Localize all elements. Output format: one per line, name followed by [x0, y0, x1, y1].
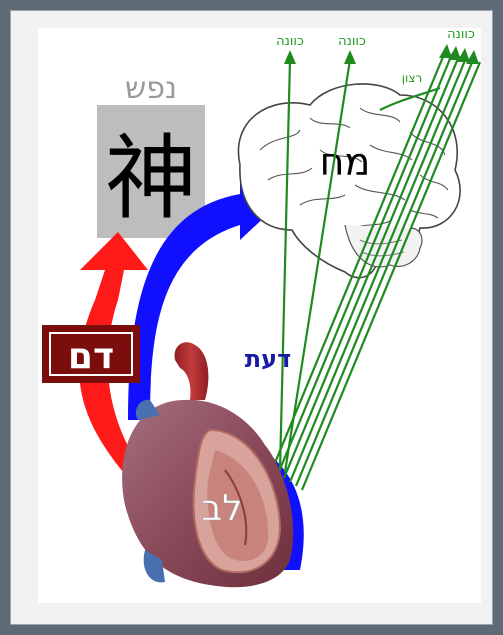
kavanah-label-3: כוונה [447, 27, 475, 42]
ratzon-label: רצון [402, 71, 422, 85]
moach-label: מח [320, 140, 371, 184]
kavanah-label-2: כוונה [338, 34, 366, 49]
dam-box: דם [42, 325, 140, 383]
shen-character: 神 [105, 125, 197, 232]
nefesh-label: נפש [125, 71, 177, 106]
dam-label: דם [68, 336, 114, 377]
daat-label: דעת [245, 345, 292, 373]
kavanah-label-1: כוונה [276, 34, 304, 49]
lev-label: לב [201, 488, 242, 529]
